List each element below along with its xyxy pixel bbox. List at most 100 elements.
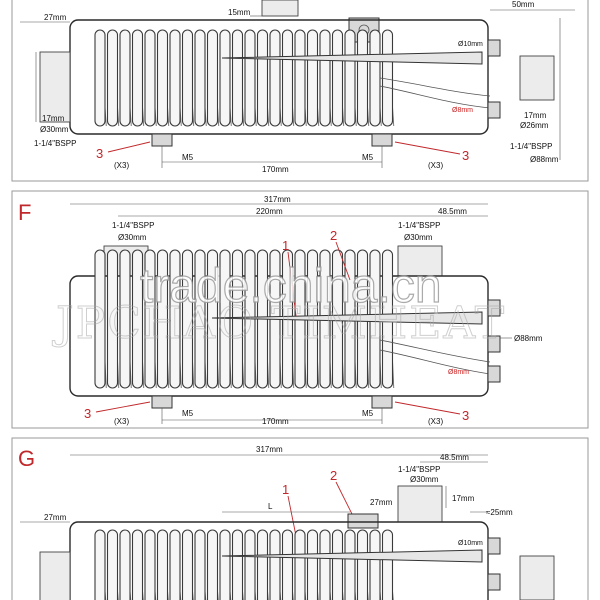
x3-right: (X3): [428, 161, 443, 170]
terminal-top: [487, 39, 501, 57]
dim-26: Ø26mm: [520, 121, 549, 130]
coil-loop: [319, 529, 331, 600]
coil-loop: [281, 29, 294, 127]
watermark-trade: trade.china.cn: [140, 260, 442, 313]
coil-loop: [294, 529, 306, 600]
coil-loop: [181, 29, 194, 127]
top-inlet-fitting: [261, 0, 299, 17]
right-port-g: [519, 555, 555, 600]
coil-loop: [169, 529, 181, 600]
coil-loop: [369, 29, 381, 127]
dim-10-g: Ø10mm: [458, 540, 483, 547]
top-port-g: [397, 485, 443, 523]
dim-317-f: 317mm: [264, 195, 291, 204]
panel-g-frame: [11, 437, 589, 600]
coil-loop: [156, 29, 169, 127]
coil-loop: [94, 29, 106, 127]
coil-loop: [206, 249, 219, 389]
right-port: [519, 55, 555, 101]
coil-loop: [181, 249, 194, 389]
left-port: [39, 51, 71, 123]
coil-loop: [344, 529, 356, 600]
m5-left: M5: [182, 153, 194, 162]
dim-30-left-f: Ø30mm: [118, 233, 147, 242]
coil-loop: [369, 529, 381, 600]
coil-loop: [356, 29, 369, 127]
coil-loop: [269, 29, 281, 127]
x3-right-f: (X3): [428, 417, 443, 426]
dim-L: L: [268, 502, 273, 511]
dim-15: 15mm: [228, 8, 251, 17]
dim-27-left-g: 27mm: [44, 513, 67, 522]
foot-left: [151, 133, 173, 147]
dim-30: Ø30mm: [40, 125, 69, 134]
coil-loop: [256, 529, 269, 600]
bspp-right: 1-1/4"BSPP: [510, 142, 552, 151]
coil-group-g: [94, 529, 394, 600]
m5-right-f: M5: [362, 409, 374, 418]
coil-loop: [94, 529, 106, 600]
coil-loop: [256, 29, 269, 127]
dim-8: Ø8mm: [452, 107, 473, 114]
bspp-g: 1-1/4"BSPP: [398, 465, 440, 474]
panel-g-letter: G: [18, 446, 35, 471]
coil-loop: [144, 29, 156, 127]
coil-loop: [181, 529, 194, 600]
terminal-top-f: [487, 299, 501, 317]
coil-loop: [194, 249, 206, 389]
dim-27-top-g: 27mm: [370, 498, 393, 507]
dim-48-g: 48.5mm: [440, 453, 469, 462]
panel-g: G 317mm 48.5mm 1-1/4"BSPP Ø30mm 27mm 17m…: [11, 437, 589, 600]
callout-1-f: 1: [282, 238, 289, 253]
callout-1-g: 1: [282, 482, 289, 497]
heating-element-g: [221, 549, 483, 563]
coil-loop: [219, 29, 231, 127]
top-port-right: [397, 245, 443, 277]
coil-loop: [231, 29, 244, 127]
panel-f-letter: F: [18, 200, 31, 225]
terminal-mid-f: [487, 335, 501, 353]
coil-loop: [119, 29, 131, 127]
coil-loop: [344, 29, 356, 127]
m5-right: M5: [362, 153, 374, 162]
left-port-g: [39, 551, 71, 600]
coil-loop: [331, 529, 344, 600]
coil-loop: [156, 529, 169, 600]
callout-2-f: 2: [330, 228, 337, 243]
coil-loop: [281, 529, 294, 600]
coil-loop: [206, 529, 219, 600]
coil-loop: [144, 529, 156, 600]
coil-loop: [269, 529, 281, 600]
dim-50: 50mm: [512, 0, 535, 9]
coil-loop: [244, 529, 256, 600]
panel-e-frame: [11, 0, 589, 182]
coil-loop: [144, 249, 156, 389]
bspp-right-f: 1-1/4"BSPP: [398, 221, 440, 230]
dim-10: Ø10mm: [458, 41, 483, 48]
dim-8-f: Ø8mm: [448, 369, 469, 376]
coil-loop: [131, 249, 144, 389]
watermark: trade.china.cn JPCHAO TIMHEAT: [52, 259, 506, 349]
panel-f: F 317mm 220mm 48.5mm 1-1/4"BSPP Ø30mm 1-…: [11, 190, 589, 429]
callout-3-left: 3: [96, 146, 103, 161]
panel-f-frame: [11, 190, 589, 429]
dim-170: 170mm: [262, 165, 289, 174]
callout-3-right: 3: [462, 148, 469, 163]
terminal-top-g: [487, 537, 501, 555]
x3-left: (X3): [114, 161, 129, 170]
watermark-jpchao: JPCHAO TIMHEAT: [52, 298, 506, 349]
panel-e: 15mm 50mm 27mm 17mm Ø30mm 1-1/4"BSPP Ø10…: [11, 0, 589, 182]
dim-317-g: 317mm: [256, 445, 283, 454]
bspp-left: 1-1/4"BSPP: [34, 139, 76, 148]
heating-element-f: [211, 311, 483, 325]
coil-loop: [381, 529, 394, 600]
dim-17-left: 17mm: [42, 114, 65, 123]
coil-loop: [106, 529, 119, 600]
coil-loop: [131, 29, 144, 127]
callout-3-right-f: 3: [462, 408, 469, 423]
probe-fitting-g: [347, 513, 379, 529]
foot-right: [371, 133, 393, 147]
coil-loop: [219, 529, 231, 600]
dim-48-f: 48.5mm: [438, 207, 467, 216]
